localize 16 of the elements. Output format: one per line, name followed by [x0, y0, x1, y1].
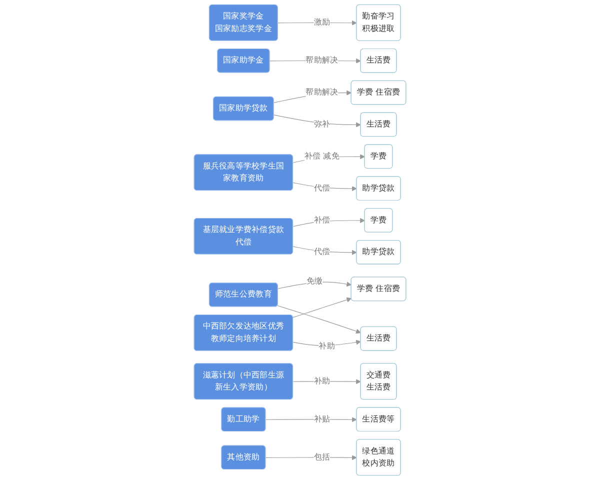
edge-label: 代偿 — [314, 247, 330, 257]
edge-label: 包括 — [314, 452, 330, 462]
edge-label: 补偿 — [314, 215, 330, 225]
edge-label: 激励 — [314, 18, 330, 27]
edge-label: 补助 — [318, 342, 335, 351]
edge-label: 补助 — [314, 376, 330, 386]
arrow — [278, 282, 352, 289]
arrow — [277, 305, 362, 334]
edge-label: 弥补 — [314, 120, 330, 129]
edge-label: 免缴 — [306, 276, 323, 286]
edge-label: 补贴 — [314, 414, 330, 424]
edge-label: 帮助解决 — [306, 88, 338, 97]
edge-label: 补偿 减免 — [304, 151, 340, 161]
edge-label: 代偿 — [314, 183, 330, 193]
edge-label: 帮助解决 — [306, 56, 338, 66]
arrow — [292, 297, 352, 318]
